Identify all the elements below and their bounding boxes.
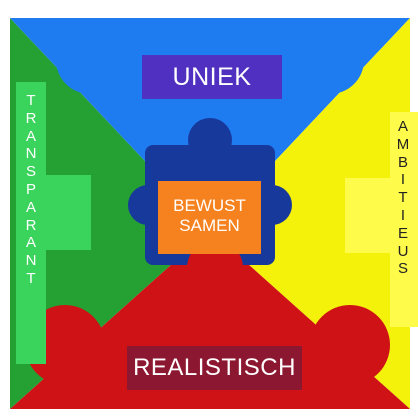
letter: B <box>397 153 408 171</box>
label-center: BEWUST SAMEN <box>158 181 261 254</box>
letter: E <box>397 224 408 242</box>
letter: S <box>397 260 408 278</box>
letter: R <box>25 216 37 234</box>
bottom-right-knob <box>310 305 390 385</box>
letter: A <box>25 234 36 252</box>
letter: R <box>25 109 37 127</box>
letter: N <box>25 252 37 270</box>
letter: T <box>398 189 408 207</box>
right-side-tab <box>345 178 390 253</box>
letter: A <box>25 127 36 145</box>
right-side-strip <box>390 112 418 327</box>
letter: I <box>400 206 406 224</box>
left-side-strip <box>16 82 46 364</box>
label-bewust: BEWUST <box>173 196 246 215</box>
top-right-knob <box>296 26 364 94</box>
label-uniek: UNIEK <box>172 63 252 91</box>
center-label-box <box>158 181 261 254</box>
top-label-box <box>142 55 282 99</box>
letter: M <box>396 135 410 153</box>
left-side-tab <box>46 175 91 250</box>
letter: N <box>25 145 37 163</box>
top-left-knob <box>56 26 124 94</box>
letter: P <box>25 180 36 198</box>
bottom-puzzle-piece <box>10 230 410 409</box>
letter: U <box>397 242 409 260</box>
vertical-label-ambitieus: A M B I T I E U S <box>392 118 414 278</box>
letter: A <box>397 118 408 135</box>
label-samen: SAMEN <box>179 216 240 235</box>
letter: I <box>400 171 406 189</box>
letter: A <box>25 198 36 216</box>
vertical-label-transparant: T R A N S P A R A N T <box>19 92 43 288</box>
bottom-label-box <box>127 346 302 390</box>
label-realistisch: REALISTISCH <box>133 354 296 381</box>
letter: T <box>26 269 36 287</box>
letter: S <box>25 163 36 181</box>
letter: T <box>26 92 36 109</box>
